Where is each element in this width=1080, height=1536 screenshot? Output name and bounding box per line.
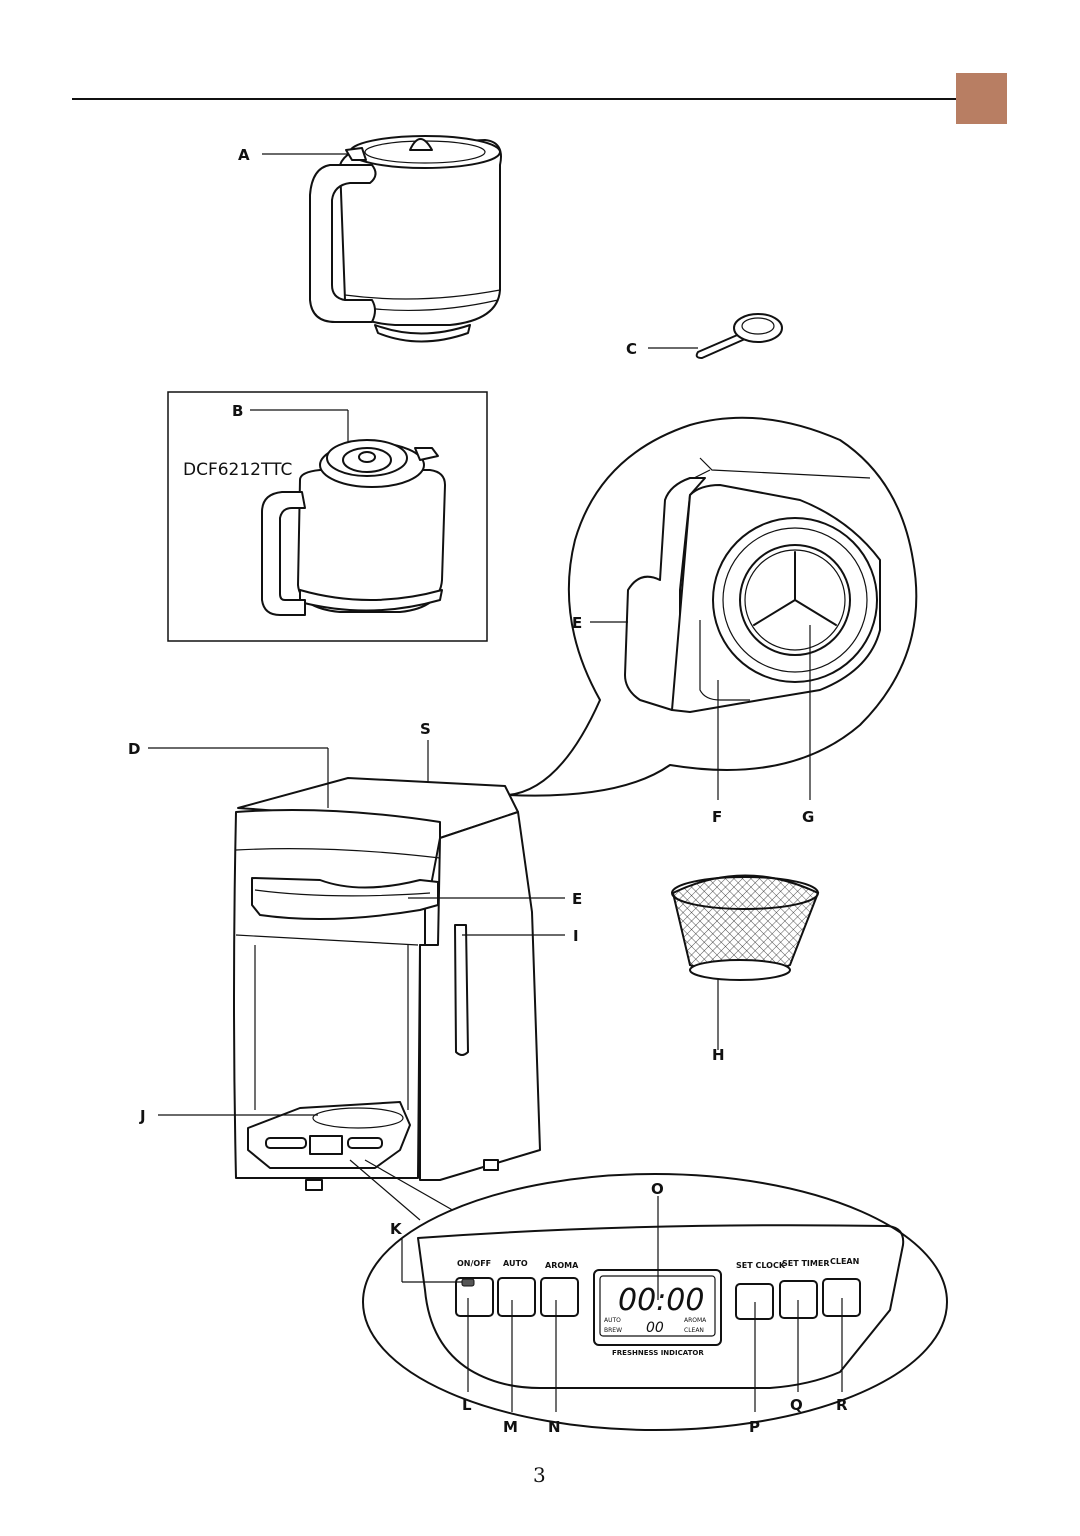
auto-button[interactable] — [497, 1277, 536, 1317]
label-r: R — [836, 1396, 848, 1414]
label-c: C — [626, 340, 637, 358]
label-m: M — [503, 1418, 518, 1436]
glass-carafe — [309, 135, 502, 343]
lcd-clean: CLEAN — [684, 1327, 704, 1334]
label-e1: E — [572, 614, 582, 632]
label-d: D — [128, 740, 140, 758]
clean-label: CLEAN — [830, 1257, 859, 1266]
coffee-maker — [233, 777, 541, 1191]
on-off-indicator-light — [461, 1278, 475, 1287]
label-e2: E — [572, 890, 582, 908]
label-o: O — [651, 1180, 664, 1198]
set-timer-label: SET TIMER — [782, 1259, 830, 1268]
lcd-aroma: AROMA — [684, 1317, 707, 1324]
label-i: I — [573, 927, 579, 945]
on-off-button[interactable] — [455, 1277, 494, 1317]
label-b: B — [232, 402, 243, 420]
lcd-auto: AUTO — [604, 1317, 621, 1324]
thermal-carafe-box — [167, 391, 488, 642]
label-k: K — [390, 1220, 403, 1238]
lcd-brew: BREW — [604, 1327, 622, 1334]
model-name: DCF6212TTC — [183, 460, 292, 480]
zoom-leader-1 — [349, 1159, 421, 1221]
label-j: J — [139, 1107, 146, 1125]
set-clock-label: SET CLOCK — [736, 1261, 786, 1270]
lcd-hours: 00 — [646, 1320, 664, 1336]
label-g: G — [802, 808, 814, 826]
auto-label: AUTO — [503, 1259, 528, 1268]
label-f: F — [712, 808, 722, 826]
label-h: H — [712, 1046, 725, 1064]
label-a: A — [238, 146, 250, 164]
lcd-time: 00:00 — [618, 1283, 704, 1318]
label-l: L — [462, 1396, 472, 1414]
permanent-filter-basket — [671, 874, 820, 981]
measuring-scoop — [695, 313, 783, 359]
aroma-button[interactable] — [540, 1277, 579, 1317]
aroma-label: AROMA — [545, 1261, 579, 1270]
label-p: P — [749, 1418, 760, 1436]
page-number: 3 — [533, 1463, 546, 1487]
freshness-indicator-label: FRESHNESS INDICATOR — [612, 1349, 704, 1357]
filter-holder-zoom — [507, 416, 918, 797]
header-accent-square — [956, 73, 1007, 124]
label-q: Q — [790, 1396, 803, 1414]
label-s: S — [420, 720, 431, 738]
thermal-carafe — [261, 439, 446, 616]
label-n: N — [548, 1418, 561, 1436]
on-off-label: ON/OFF — [457, 1259, 491, 1268]
